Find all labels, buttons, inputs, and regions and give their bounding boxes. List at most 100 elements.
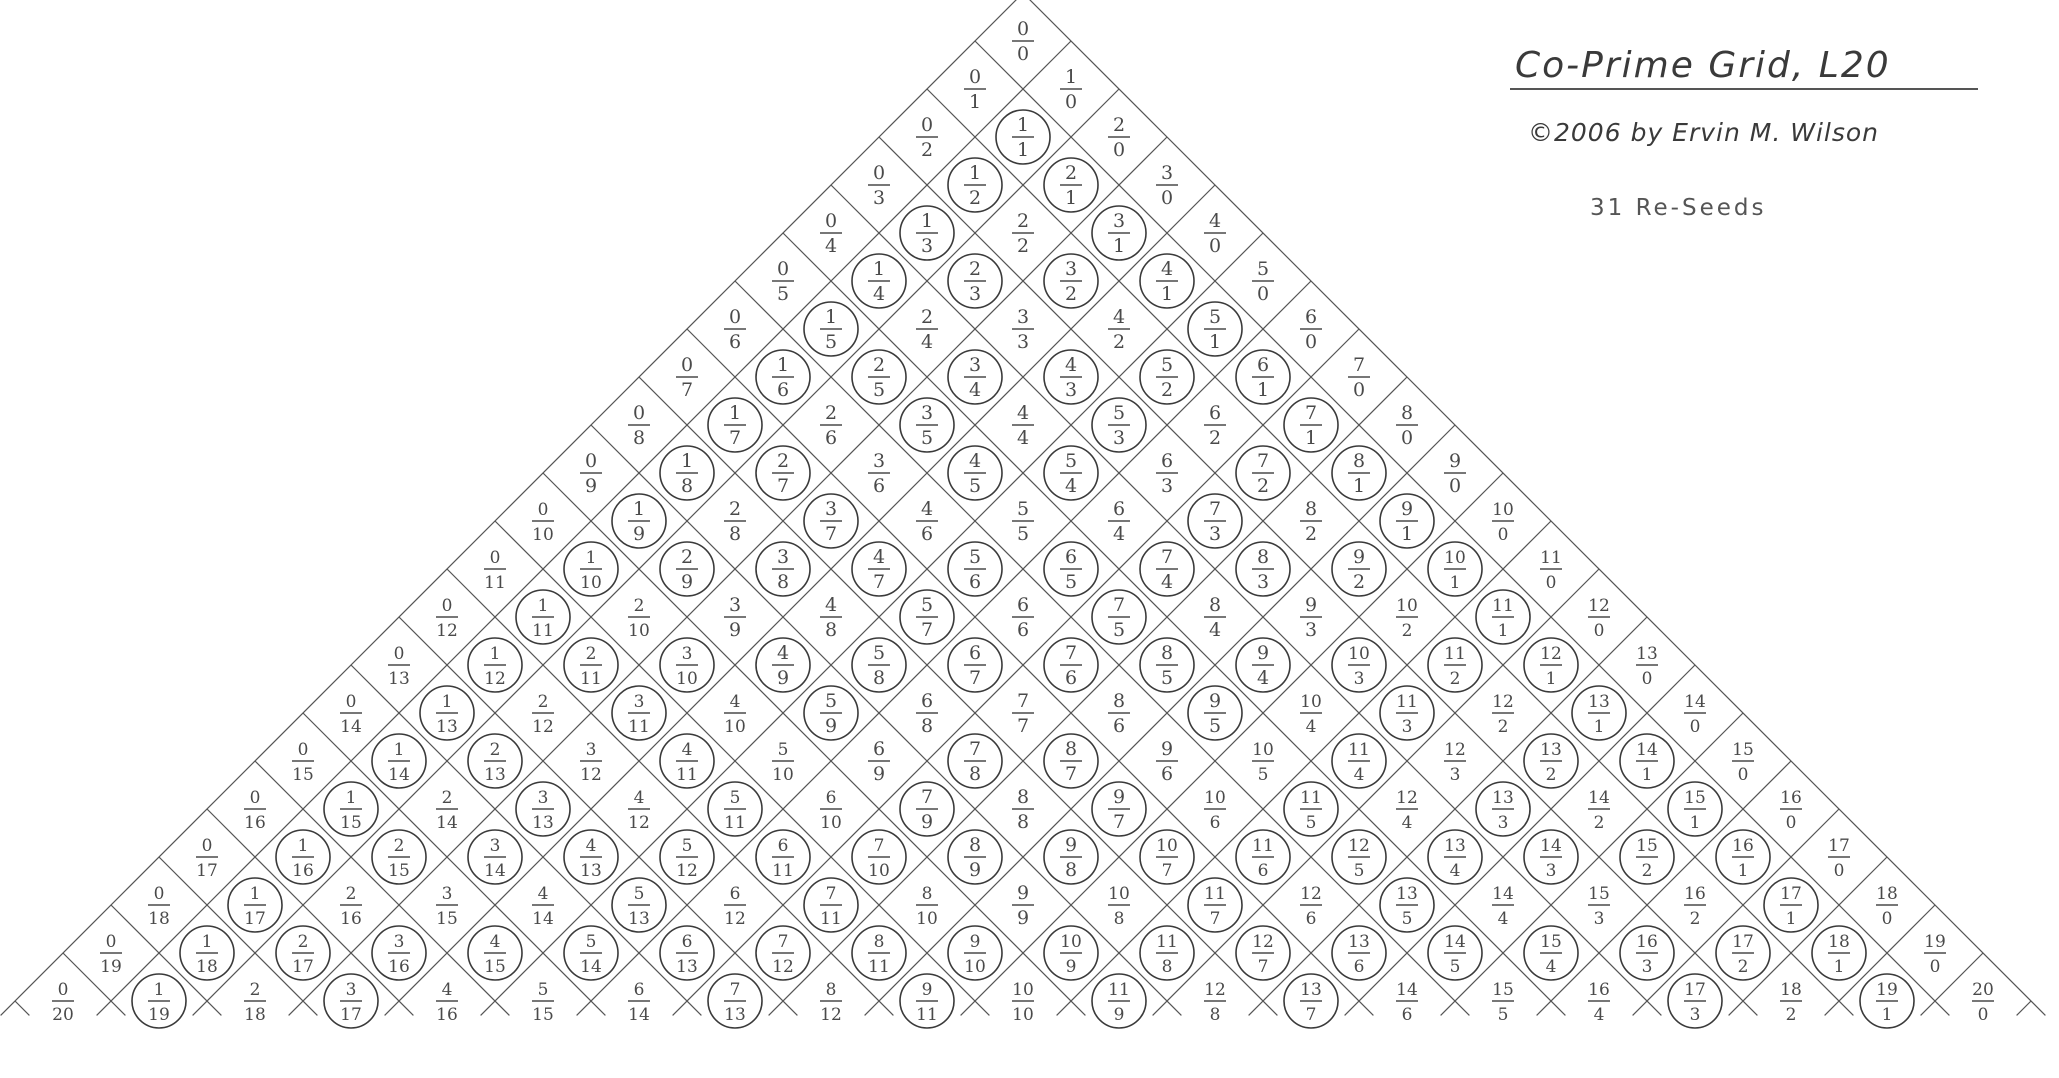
fraction-numerator: 14 — [1636, 740, 1658, 760]
fraction-numerator: 9 — [1257, 642, 1269, 664]
fraction-denominator: 0 — [1978, 1005, 1989, 1025]
fraction-cell: 02 — [916, 114, 938, 161]
fraction-numerator: 6 — [1161, 450, 1173, 472]
fraction-cell: 80 — [1396, 402, 1418, 449]
fraction-numerator: 6 — [1065, 546, 1077, 568]
fraction-denominator: 9 — [633, 523, 645, 545]
fraction-numerator: 4 — [442, 980, 453, 1000]
fraction-numerator: 1 — [250, 884, 261, 904]
fraction-numerator: 7 — [778, 932, 789, 952]
grid-line-down-right — [831, 185, 1661, 1015]
fraction-numerator: 12 — [1588, 596, 1610, 616]
fraction-cell: 119 — [132, 974, 186, 1028]
fraction-cell: 27 — [756, 446, 810, 500]
fraction-denominator: 3 — [921, 235, 933, 257]
fraction-denominator: 6 — [1161, 763, 1173, 785]
fraction-denominator: 1 — [969, 91, 981, 113]
fraction-denominator: 10 — [1012, 1005, 1034, 1025]
fraction-numerator: 2 — [1065, 162, 1077, 184]
fraction-cell: 31 — [1092, 206, 1146, 260]
grid-line-down-right — [207, 809, 413, 1015]
fraction-denominator: 9 — [969, 859, 981, 881]
fraction-numerator: 12 — [1540, 644, 1562, 664]
fraction-cell: 77 — [1012, 690, 1034, 737]
fraction-numerator: 0 — [969, 66, 981, 88]
fraction-cell: 162 — [1684, 884, 1706, 929]
fraction-denominator: 1 — [1113, 235, 1125, 257]
fraction-denominator: 12 — [532, 717, 554, 737]
fraction-numerator: 6 — [634, 980, 645, 1000]
fraction-numerator: 1 — [777, 354, 789, 376]
fraction-numerator: 5 — [969, 546, 981, 568]
fraction-cell: 1010 — [1012, 980, 1034, 1025]
fraction-numerator: 15 — [1540, 932, 1562, 952]
fraction-numerator: 16 — [1588, 980, 1610, 1000]
fraction-numerator: 4 — [634, 788, 645, 808]
fraction-numerator: 10 — [1252, 740, 1274, 760]
fraction-cell: 08 — [628, 402, 650, 449]
fraction-cell: 612 — [724, 884, 746, 929]
fraction-numerator: 3 — [1113, 210, 1125, 232]
fraction-numerator: 1 — [873, 258, 885, 280]
fraction-denominator: 8 — [873, 667, 885, 689]
fraction-cell: 317 — [324, 974, 378, 1028]
fraction-cell: 614 — [628, 980, 650, 1025]
fraction-cell: 811 — [852, 926, 906, 980]
fraction-cell: 113 — [1380, 686, 1434, 740]
fraction-numerator: 16 — [1732, 836, 1754, 856]
fraction-denominator: 1 — [1786, 909, 1797, 929]
fraction-cell: 126 — [1300, 884, 1322, 929]
fraction-numerator: 13 — [1300, 980, 1322, 1000]
fraction-cell: 76 — [1044, 638, 1098, 692]
fraction-numerator: 6 — [1113, 498, 1125, 520]
fraction-numerator: 2 — [729, 498, 741, 520]
fraction-denominator: 7 — [1162, 861, 1173, 881]
fraction-denominator: 7 — [729, 427, 741, 449]
fraction-denominator: 8 — [825, 619, 837, 641]
grid-line-down-left — [961, 473, 1503, 1015]
fraction-denominator: 5 — [1306, 813, 1317, 833]
fraction-numerator: 10 — [1012, 980, 1034, 1000]
fraction-cell: 00 — [1012, 18, 1034, 65]
fraction-cell: 146 — [1396, 980, 1418, 1025]
fraction-cell: 513 — [612, 878, 666, 932]
fraction-denominator: 4 — [1257, 667, 1269, 689]
fraction-cell: 122 — [1492, 692, 1514, 737]
fraction-cell: 135 — [1380, 878, 1434, 932]
fraction-numerator: 15 — [1492, 980, 1514, 1000]
fraction-cell: 33 — [1012, 306, 1034, 353]
fraction-numerator: 0 — [873, 162, 885, 184]
fraction-denominator: 13 — [388, 669, 410, 689]
fraction-denominator: 2 — [1209, 427, 1221, 449]
fraction-cell: 63 — [1156, 450, 1178, 497]
fraction-denominator: 0 — [1449, 475, 1461, 497]
fraction-cell: 15 — [804, 302, 858, 356]
fraction-denominator: 9 — [1017, 907, 1029, 929]
fraction-denominator: 9 — [1114, 1005, 1125, 1025]
fraction-numerator: 4 — [873, 546, 885, 568]
fraction-denominator: 1 — [1257, 379, 1269, 401]
fraction-denominator: 5 — [825, 331, 837, 353]
fraction-numerator: 5 — [730, 788, 741, 808]
fraction-cell: 143 — [1524, 830, 1578, 884]
fraction-cell: 53 — [1092, 398, 1146, 452]
fraction-numerator: 13 — [1396, 884, 1418, 904]
fraction-denominator: 2 — [1353, 571, 1365, 593]
fraction-denominator: 1 — [1305, 427, 1317, 449]
fraction-denominator: 2 — [1642, 861, 1653, 881]
fraction-numerator: 8 — [1401, 402, 1413, 424]
fraction-cell: 416 — [436, 980, 458, 1025]
fraction-denominator: 13 — [676, 957, 698, 977]
fraction-denominator: 0 — [1594, 621, 1605, 641]
fraction-denominator: 1 — [1353, 475, 1365, 497]
fraction-numerator: 0 — [58, 980, 69, 1000]
fraction-cell: 117 — [1188, 878, 1242, 932]
fraction-denominator: 0 — [1834, 861, 1845, 881]
fraction-cell: 90 — [1444, 450, 1466, 497]
fraction-numerator: 1 — [969, 162, 981, 184]
fraction-cell: 123 — [1444, 740, 1466, 785]
fraction-denominator: 12 — [820, 1005, 842, 1025]
fraction-cell: 81 — [1332, 446, 1386, 500]
fraction-numerator: 0 — [538, 500, 549, 520]
fraction-denominator: 6 — [1402, 1005, 1413, 1025]
